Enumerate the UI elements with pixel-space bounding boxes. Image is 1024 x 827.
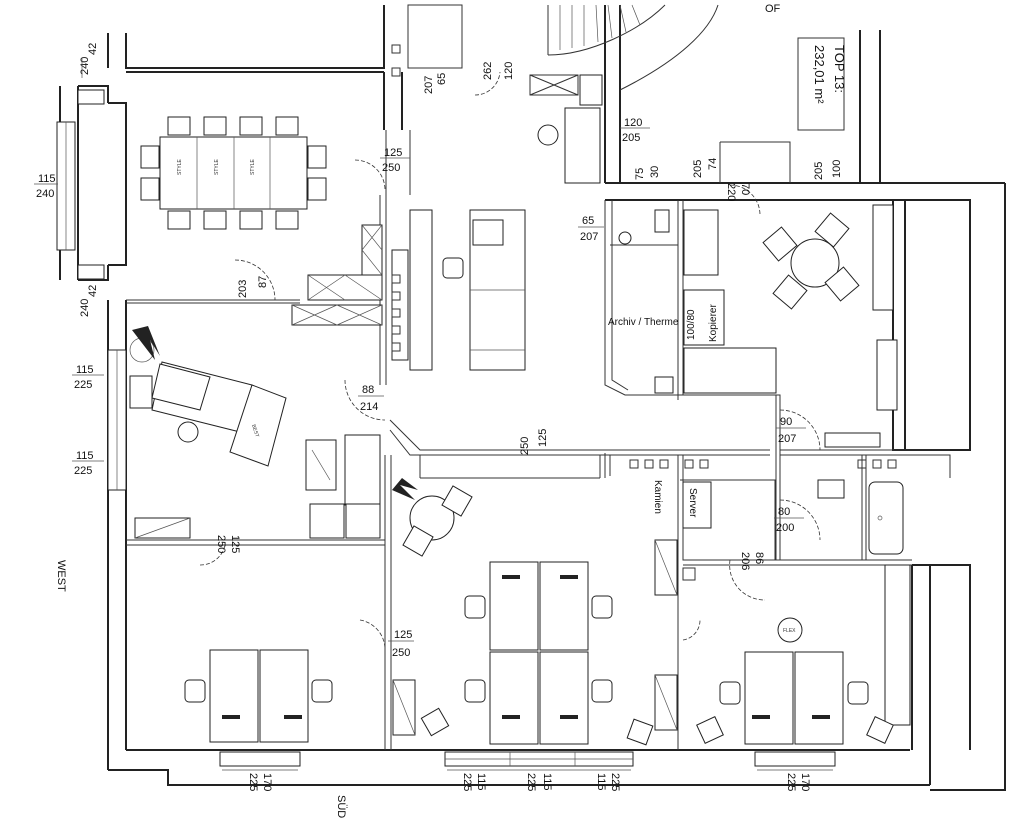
dim-80: 80 xyxy=(778,506,790,518)
small-round-table xyxy=(392,478,473,557)
lounge xyxy=(134,434,381,539)
kitchen-island xyxy=(391,74,603,371)
dim-225-b: 225 xyxy=(74,379,92,391)
dim-205-c: 205 xyxy=(813,162,825,180)
south-label: SÜD xyxy=(335,795,347,818)
spiral-stairs xyxy=(547,4,719,91)
dim-200: 200 xyxy=(776,522,794,534)
conference-table: STYLE STYLE STYLE xyxy=(140,116,327,230)
dim-207-a: 207 xyxy=(423,76,435,94)
dim-225-e: 225 xyxy=(461,773,473,791)
dim-250-a: 250 xyxy=(382,162,400,174)
fireplace-label: Kamien xyxy=(652,480,663,514)
dim-240-a: 240 xyxy=(36,188,54,200)
dim-115-a: 115 xyxy=(38,173,56,185)
server-label: Server xyxy=(687,488,698,518)
dim-240-top: 240 xyxy=(79,57,91,75)
column-markers xyxy=(391,44,897,581)
dim-30: 30 xyxy=(649,166,661,178)
dim-120-a: 120 xyxy=(503,62,515,80)
dim-125-a: 125 xyxy=(384,147,402,159)
dim-115-e: 115 xyxy=(541,773,553,791)
dim-88: 88 xyxy=(362,384,374,396)
dim-207-c: 207 xyxy=(778,433,796,445)
svg-text:BEST: BEST xyxy=(250,424,260,438)
dim-170-b: 170 xyxy=(799,773,811,791)
workstations: FLEX xyxy=(184,539,911,746)
interior-walls xyxy=(126,4,951,750)
flex-label: FLEX xyxy=(783,628,796,634)
windows-west xyxy=(56,89,127,491)
outer-walls xyxy=(59,5,1006,791)
round-meeting-table xyxy=(762,204,898,448)
dim-225-f: 225 xyxy=(525,773,537,791)
dim-100: 100 xyxy=(831,160,843,178)
dim-74: 74 xyxy=(707,158,719,170)
dim-262: 262 xyxy=(482,62,494,80)
dim-115-b: 115 xyxy=(76,364,94,376)
dim-86: 86 xyxy=(753,552,765,564)
dim-75: 75 xyxy=(634,168,646,180)
dim-65-b: 65 xyxy=(582,215,594,227)
dim-70: 70 xyxy=(739,183,751,195)
compass-labels: WEST SÜD xyxy=(55,560,347,818)
copier-size-label: 100/80 xyxy=(686,309,697,340)
dim-250-c: 250 xyxy=(215,535,227,553)
dim-42-top: 42 xyxy=(87,43,99,55)
dim-225-g: 225 xyxy=(609,773,621,791)
dim-225-d: 225 xyxy=(247,773,259,791)
director-desk: BEST xyxy=(129,326,287,467)
dim-250-b: 250 xyxy=(519,437,531,455)
area-box: TOP 13: 232,01 m² OF xyxy=(765,3,847,131)
door-swings xyxy=(199,71,821,651)
dim-115-c: 115 xyxy=(76,450,94,462)
sideboards xyxy=(291,224,383,326)
dim-220: 220 xyxy=(725,183,737,201)
dim-207-b: 207 xyxy=(580,231,598,243)
copier-label: Kopierer xyxy=(708,304,719,342)
archive-label: Archiv / Therme xyxy=(608,317,679,328)
dimensions: 42 240 115 240 42 240 115 225 115 225 20… xyxy=(34,43,843,791)
dim-214: 214 xyxy=(360,401,378,413)
windows-south xyxy=(219,751,836,767)
area-label: 232,01 m² xyxy=(812,45,827,104)
dim-87: 87 xyxy=(257,276,269,288)
dim-115-d: 115 xyxy=(475,773,487,791)
west-label: WEST xyxy=(55,560,67,592)
dim-125-b: 125 xyxy=(537,429,549,447)
dim-225-h: 225 xyxy=(785,773,797,791)
top-label: TOP 13: xyxy=(832,45,847,93)
svg-text:STYLE: STYLE xyxy=(250,158,256,175)
dim-42-bot: 42 xyxy=(87,285,99,297)
dim-125-d: 125 xyxy=(394,629,412,641)
dim-65-a: 65 xyxy=(436,73,448,85)
dim-225-c: 225 xyxy=(74,465,92,477)
dim-203: 203 xyxy=(237,280,249,298)
dim-115-f: 115 xyxy=(595,773,607,791)
dim-250-d: 250 xyxy=(392,647,410,659)
north-fragment: OF xyxy=(765,3,781,15)
svg-text:STYLE: STYLE xyxy=(214,158,220,175)
dim-206: 206 xyxy=(739,552,751,570)
svg-text:STYLE: STYLE xyxy=(177,158,183,175)
dim-90: 90 xyxy=(780,416,792,428)
bathroom xyxy=(618,209,904,555)
dim-170-a: 170 xyxy=(261,773,273,791)
dim-125-c: 125 xyxy=(229,535,241,553)
dim-205-a: 205 xyxy=(622,132,640,144)
dim-240-bot: 240 xyxy=(79,299,91,317)
dim-120-b: 120 xyxy=(624,117,642,129)
dim-205-b: 205 xyxy=(692,160,704,178)
